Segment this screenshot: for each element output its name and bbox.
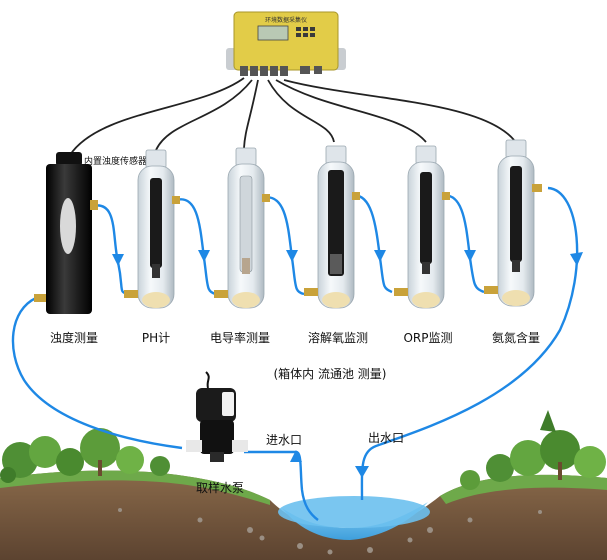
ec-probe xyxy=(239,175,253,273)
vegetation-left xyxy=(0,428,170,483)
flow-cell-do xyxy=(304,145,360,309)
water-line-1-2 xyxy=(91,204,129,296)
sampling-pump xyxy=(186,371,248,462)
grass-strip-left xyxy=(0,470,270,505)
water-line-inlet xyxy=(244,450,319,521)
flow-cell-caption: (箱体内 流通池 测量) xyxy=(274,366,387,381)
turbidity-sensor xyxy=(34,152,98,314)
logger-keypad xyxy=(296,27,315,37)
logger-connectors xyxy=(240,66,322,76)
nh3-probe xyxy=(510,166,522,262)
pump-head xyxy=(200,420,234,454)
turbidity-cap xyxy=(56,152,82,166)
label-turbidity: 浊度测量 xyxy=(50,330,98,345)
water-line-5-6 xyxy=(439,194,485,294)
flow-cell-orp xyxy=(394,145,450,309)
ph-probe xyxy=(150,178,162,268)
data-logger: 环境数据采集仪 xyxy=(226,11,346,76)
turbidity-sensor-label: 内置浊度传感器 xyxy=(84,155,147,167)
turbidity-window xyxy=(60,198,76,254)
river-surface xyxy=(278,496,430,528)
outlet-label: 出水口 xyxy=(368,431,404,445)
water-line-3-4 xyxy=(261,196,305,296)
do-probe xyxy=(328,170,344,276)
pump-cable xyxy=(205,371,210,389)
river-scene xyxy=(0,410,607,560)
water-line-4-5 xyxy=(349,194,393,294)
water-line-outlet xyxy=(360,186,579,501)
inlet-label: 进水口 xyxy=(266,433,302,447)
label-orp: ORP监测 xyxy=(403,331,452,345)
label-nh3: 氨氮含量 xyxy=(492,330,540,345)
logger-title: 环境数据采集仪 xyxy=(265,16,307,24)
pump-label: 取样水泵 xyxy=(196,480,244,495)
label-ph: PH计 xyxy=(142,331,170,345)
turbidity-fitting-bottom xyxy=(34,294,46,302)
orp-probe xyxy=(420,172,432,264)
water-line-2-3 xyxy=(175,198,217,296)
sensor-cables xyxy=(69,77,515,156)
flow-arrows xyxy=(112,250,583,478)
water-line-pump-feed xyxy=(11,296,183,450)
sensor-labels: 浊度测量 PH计 电导率测量 溶解氧监测 ORP监测 氨氮含量 xyxy=(50,330,540,345)
turbidity-fitting-top xyxy=(90,200,98,210)
flow-cell-nh3 xyxy=(484,139,542,307)
grass-strip-right xyxy=(440,474,607,504)
pebbles xyxy=(118,508,542,555)
label-do: 溶解氧监测 xyxy=(308,330,368,345)
river-water xyxy=(282,502,428,540)
logger-screen xyxy=(257,25,289,41)
label-ec: 电导率测量 xyxy=(210,330,270,345)
vegetation-right xyxy=(460,410,606,490)
flow-cell-ec xyxy=(214,147,270,309)
flow-cell-ph xyxy=(124,149,180,309)
